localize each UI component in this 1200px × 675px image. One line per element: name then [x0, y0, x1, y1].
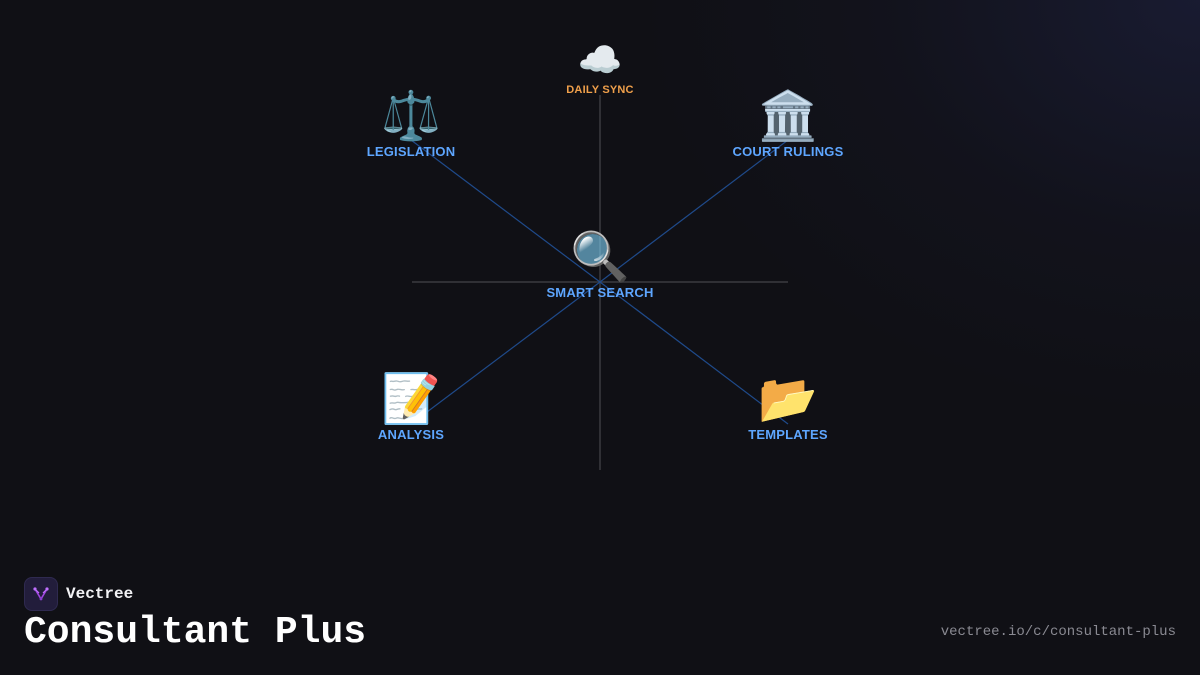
node-label-smart-search: SMART SEARCH [546, 285, 654, 300]
node-templates: 📂 TEMPLATES [748, 371, 828, 442]
connector-templates [599, 281, 789, 425]
node-label-court-rulings: COURT RULINGS [732, 144, 844, 159]
node-label-daily-sync: DAILY SYNC [566, 84, 634, 96]
cloud-icon: ☁️ [577, 40, 623, 81]
open-folder-icon: 📂 [758, 371, 818, 427]
node-smart-search: 🔍 SMART SEARCH [546, 229, 653, 300]
vectree-logo-icon [24, 577, 58, 611]
memo-icon: 📝 [381, 371, 441, 427]
connector-court-rulings [599, 139, 789, 283]
connector-legislation [410, 139, 601, 283]
page-url[interactable]: vectree.io/c/consultant-plus [940, 624, 1176, 640]
node-court-rulings: 🏛️ COURT RULINGS [733, 88, 844, 159]
page-title: Consultant Plus [24, 611, 367, 654]
courthouse-icon: 🏛️ [758, 88, 818, 144]
brand-name: Vectree [66, 585, 134, 603]
scales-icon: ⚖️ [381, 88, 441, 144]
node-legislation: ⚖️ LEGISLATION [367, 88, 456, 159]
node-analysis: 📝 ANALYSIS [378, 371, 444, 442]
magnifier-icon: 🔍 [570, 229, 630, 285]
node-label-templates: TEMPLATES [748, 427, 828, 442]
node-label-analysis: ANALYSIS [377, 427, 445, 442]
node-daily-sync: ☁️ DAILY SYNC [566, 40, 633, 96]
connector-analysis [410, 281, 601, 425]
brand-block: Vectree [24, 577, 133, 611]
node-label-legislation: LEGISLATION [366, 144, 456, 159]
